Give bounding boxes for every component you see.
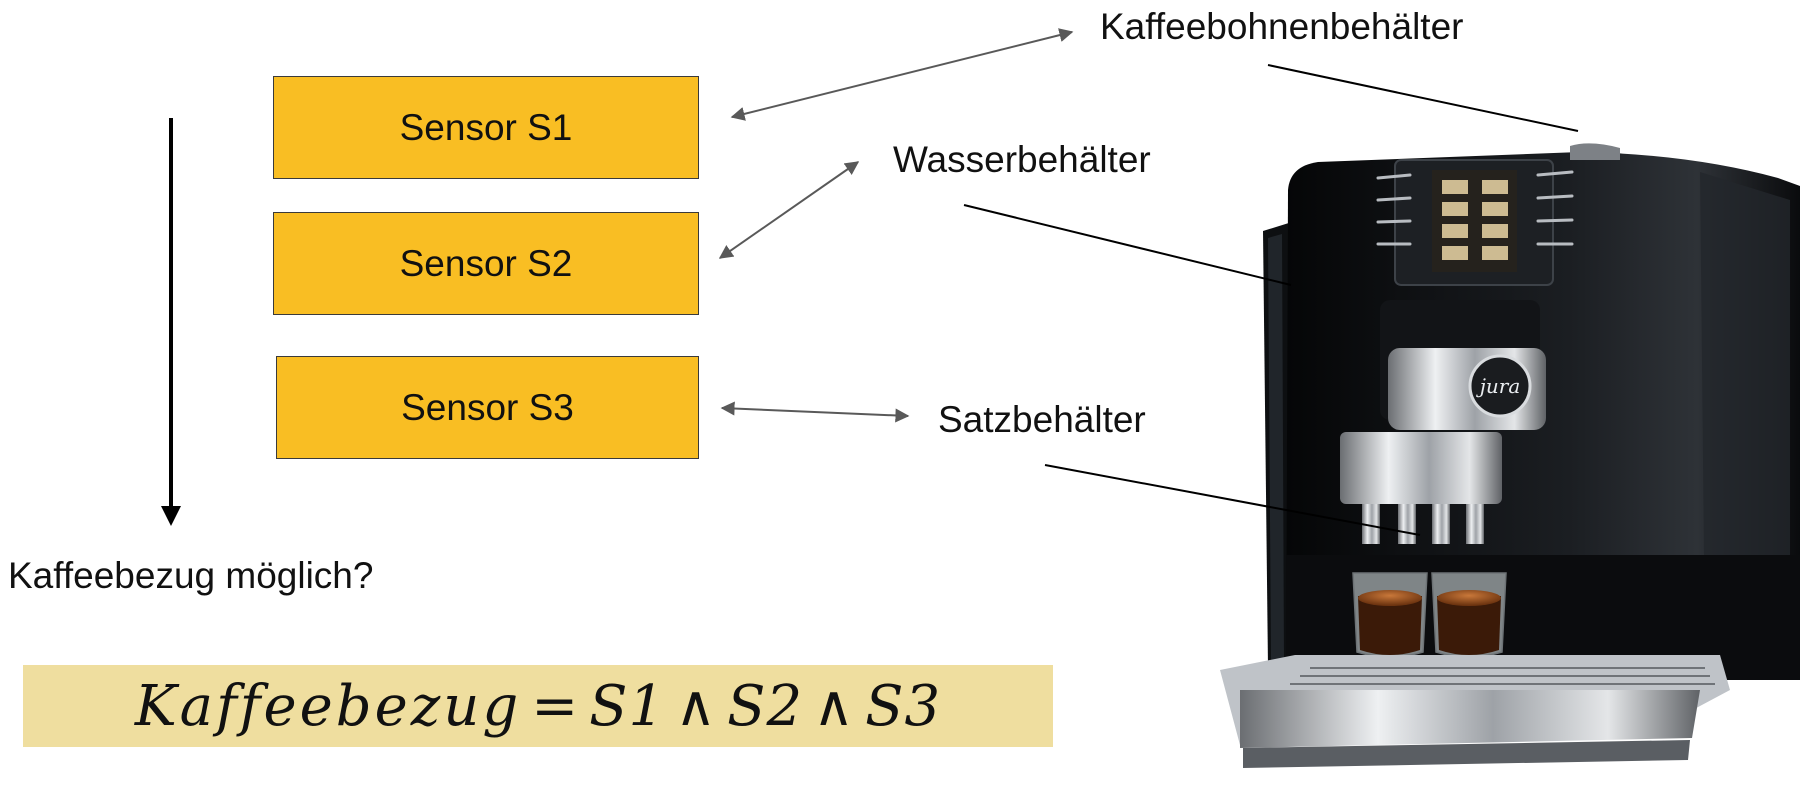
sensor-box-s1: Sensor S1 [273,76,699,179]
arrow-s2-to-water-tank [718,161,860,259]
coffee-machine-illustration: jura [1220,143,1800,768]
water-tank-label: Wasserbehälter [893,139,1151,180]
sensor-label: Sensor S1 [399,106,573,148]
sensor-box-s2: Sensor S2 [273,212,699,315]
leader-bean-container [1267,64,1579,132]
formula-and-operator-1: ∧ [675,673,718,739]
leader-grounds-container [1044,464,1421,536]
sensor-label: Sensor S3 [401,386,574,428]
arrow-s3-to-grounds-container [720,401,910,423]
sensor-label: Sensor S2 [399,242,573,284]
grounds-container-label: Satzbehälter [938,399,1146,440]
machine-logo: jura [1476,374,1521,398]
formula-equals: = [531,673,580,739]
question-text: Kaffeebezug möglich? [8,555,374,596]
boolean-formula: Kaffeebezug = S1 ∧ S2 ∧ S3 [23,665,1053,747]
formula-background [23,665,1053,747]
bean-container-label: Kaffeebohnenbehälter [1100,6,1464,47]
leader-water-tank [963,204,1292,286]
sensor-box-s3: Sensor S3 [276,356,699,459]
formula-term-3: S3 [865,673,942,739]
formula-and-operator-2: ∧ [813,673,856,739]
flow-arrow-head [161,506,181,526]
arrow-s1-to-bean-container [730,28,1074,121]
formula-term-1: S1 [589,673,666,739]
formula-term-2: S2 [727,673,804,739]
formula-lhs: Kaffeebezug [134,673,522,739]
